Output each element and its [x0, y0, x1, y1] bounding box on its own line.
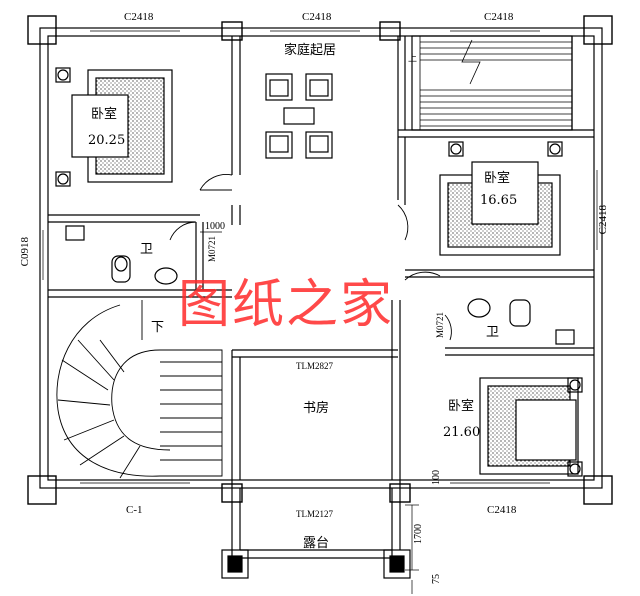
- interior-walls: [48, 35, 594, 488]
- room-bedroom-se-name: 卧室: [448, 399, 475, 414]
- window-code-top-center: C2418: [302, 11, 332, 23]
- room-bedroom-nw-area: 20.25: [88, 133, 126, 148]
- watermark: 图纸之家: [178, 275, 395, 335]
- window-code-bottom-right: C2418: [487, 504, 517, 516]
- door-code-bath-w: M0721: [207, 236, 217, 263]
- window-code-top-right: C2418: [484, 11, 514, 23]
- room-bedroom-ne-name: 卧室: [484, 171, 511, 186]
- balcony-rail: [221, 488, 411, 579]
- exterior-wall: [39, 27, 603, 489]
- window-code-right: C2418: [597, 205, 609, 235]
- dim-100: 100: [431, 470, 442, 485]
- bed-ne: [439, 141, 563, 256]
- bed-nw: [55, 67, 173, 187]
- room-bedroom-nw-name: 卧室: [91, 107, 118, 122]
- family-furniture: [265, 73, 333, 159]
- room-family: 家庭起居: [284, 43, 337, 58]
- dim-75: 75: [431, 574, 442, 584]
- door-swings: [169, 174, 452, 341]
- room-study: 书房: [303, 401, 330, 416]
- door-code-study-bottom: TLM2127: [296, 509, 333, 519]
- straight-stair: [419, 36, 572, 130]
- window-code-left: C0918: [19, 237, 31, 267]
- room-bedroom-se-area: 21.60: [443, 425, 481, 440]
- bed-se: [479, 377, 583, 477]
- dimension-lines: [200, 231, 419, 594]
- window-code-bottom-left: C-1: [126, 504, 143, 516]
- windows: [42, 30, 598, 484]
- window-code-top-left: C2418: [124, 11, 154, 23]
- dim-1000: 1000: [205, 221, 225, 232]
- stair-up-label: 上: [408, 53, 418, 63]
- stair-down-label: 下: [151, 320, 165, 335]
- dim-1700: 1700: [413, 524, 424, 544]
- room-balcony: 露台: [303, 536, 330, 551]
- room-bedroom-ne-area: 16.65: [480, 193, 518, 208]
- room-bath-w: 卫: [140, 242, 154, 257]
- door-code-study-top: TLM2827: [296, 361, 333, 371]
- room-bath-e: 卫: [486, 325, 500, 340]
- spiral-stair: [56, 300, 223, 479]
- bath-fixtures: [65, 225, 575, 345]
- door-code-bath-e: M0721: [435, 312, 445, 339]
